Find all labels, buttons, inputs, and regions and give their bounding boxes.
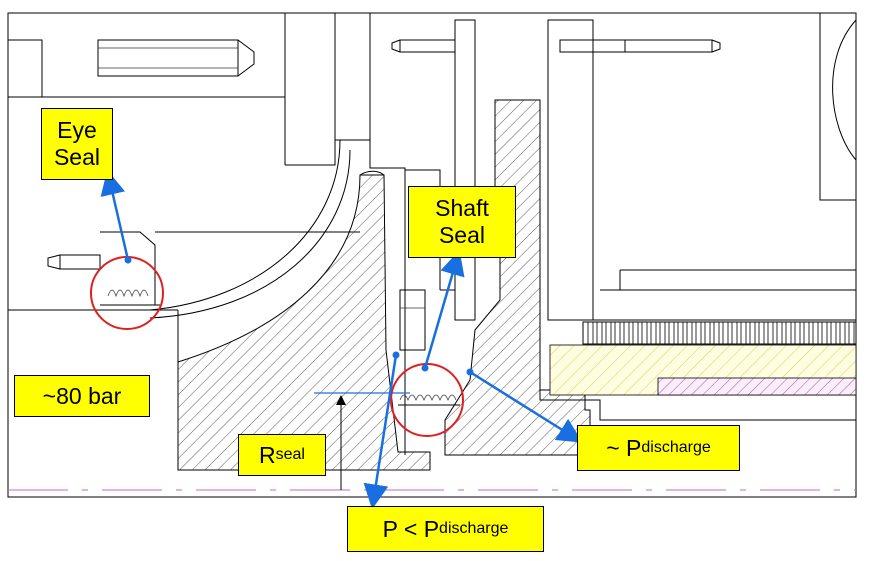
gear-tooth <box>785 321 792 345</box>
gear-tooth <box>677 321 684 345</box>
gear-tooth <box>605 321 612 345</box>
leader-lines <box>100 169 583 510</box>
gear-tooth <box>740 321 747 345</box>
eye-seal-housing <box>8 231 360 311</box>
gear-tooth <box>641 321 648 345</box>
pressure-80-bar-text: ~80 bar <box>42 382 122 409</box>
gear-tooth <box>839 321 846 345</box>
gear-tooth <box>632 321 639 345</box>
pressure-80-bar-label: ~80 bar <box>14 375 150 417</box>
gear-tooth <box>704 321 711 345</box>
shaft-seal-label: Shaft Seal <box>408 186 516 258</box>
shaft-seal-line2: Seal <box>438 222 486 248</box>
p-discharge-prefix: ~ P <box>606 434 642 461</box>
right-housing <box>547 13 857 321</box>
gear-tooth <box>650 321 657 345</box>
gear-tooth <box>596 321 603 345</box>
gear-tooth <box>758 321 765 345</box>
drawing-frame <box>7 12 857 498</box>
shaft-seal-circle <box>390 363 464 437</box>
gear-tooth <box>686 321 693 345</box>
eye-seal-label: Eye Seal <box>41 108 113 180</box>
gear-tooth <box>803 321 810 345</box>
impeller-shroud <box>149 139 431 471</box>
gear-tooth <box>767 321 774 345</box>
gear-tooth <box>731 321 738 345</box>
eye-seal-line1: Eye <box>57 117 97 143</box>
gear-tooth <box>812 321 819 345</box>
p-less-prefix: P < P <box>382 515 440 542</box>
gear-tooth <box>668 321 675 345</box>
gear-tooth <box>659 321 666 345</box>
gear-tooth <box>821 321 828 345</box>
gear-tooth <box>695 321 702 345</box>
r-seal-main: R <box>259 441 276 468</box>
gear-teeth <box>582 321 857 345</box>
gear-tooth <box>587 321 594 345</box>
gear-teeth-band <box>582 321 857 345</box>
gear-tooth <box>713 321 720 345</box>
gear-tooth <box>794 321 801 345</box>
gear-tooth <box>749 321 756 345</box>
shaft-seal-line1: Shaft <box>435 195 489 221</box>
upper-housing <box>8 13 371 166</box>
eye-seal-line2: Seal <box>53 144 101 170</box>
gear-tooth <box>722 321 729 345</box>
shaft-region-pink <box>657 377 857 396</box>
gear-tooth <box>848 321 855 345</box>
gear-tooth <box>614 321 621 345</box>
eye-seal-circle <box>90 256 164 330</box>
gear-tooth <box>830 321 837 345</box>
gear-tooth <box>776 321 783 345</box>
gear-tooth <box>623 321 630 345</box>
